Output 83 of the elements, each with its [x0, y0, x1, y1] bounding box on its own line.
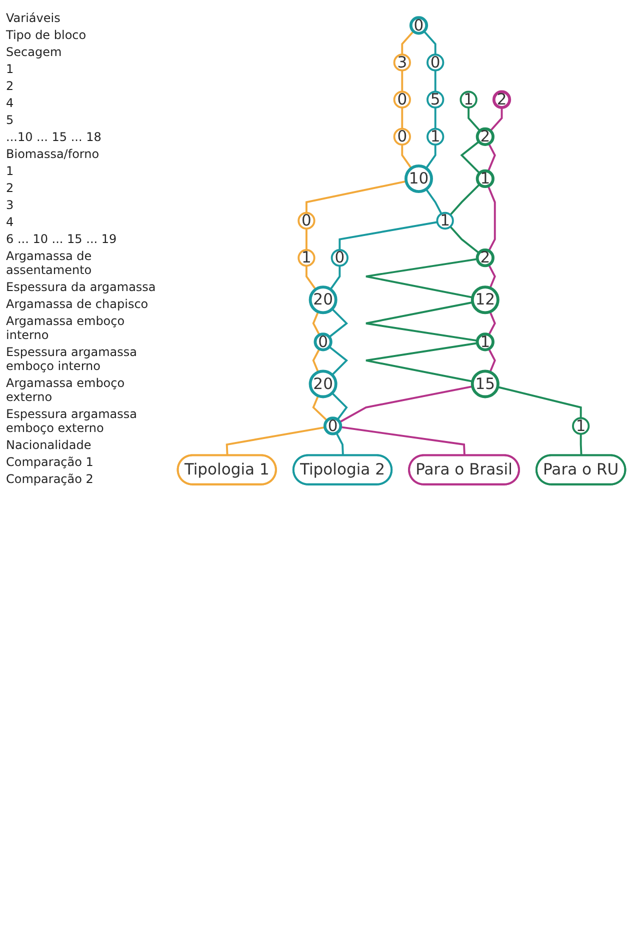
node-circle: 2 — [492, 90, 512, 109]
connector — [423, 30, 436, 55]
variable-label: Argamassa de assentamento — [6, 249, 93, 277]
node-circle: 1 — [476, 332, 494, 352]
connector — [487, 143, 496, 172]
variable-label: 6 ... 10 ... 15 ... 19 — [6, 232, 118, 246]
variable-label: Argamassa emboço externo — [6, 376, 126, 404]
connector — [497, 386, 582, 418]
connector — [450, 184, 480, 216]
connector — [365, 258, 478, 298]
node-circle: 3 — [393, 54, 411, 72]
connector — [488, 264, 496, 288]
node-circle: 1 — [572, 417, 590, 435]
variable-label: Comparação 1 — [6, 455, 94, 469]
variable-label: Espessura argamassa emboço interno — [6, 345, 138, 373]
connector — [490, 107, 503, 132]
connector — [434, 107, 436, 129]
connector — [425, 144, 436, 169]
node-circle: 0 — [426, 54, 444, 72]
node-circle: 0 — [409, 16, 428, 35]
variable-label: Secagem — [6, 45, 63, 59]
connector — [312, 311, 320, 336]
variable-label: 1 — [6, 164, 15, 178]
variable-label: Argamassa de chapisco — [6, 297, 150, 311]
node-circle: 0 — [330, 249, 349, 267]
variable-label: ...10 ... 15 ... 18 — [6, 130, 102, 144]
variable-label: Variáveis — [6, 11, 62, 25]
connector — [306, 266, 316, 290]
variable-label: Espessura argamassa emboço externo — [6, 407, 138, 435]
connector — [226, 426, 326, 456]
variable-label: 2 — [6, 181, 15, 195]
connector — [401, 144, 412, 169]
connector — [306, 228, 308, 250]
connector — [330, 266, 341, 290]
connector — [312, 348, 320, 372]
connector — [401, 107, 404, 129]
variable-label: Espessura da argamassa — [6, 280, 157, 294]
connector — [487, 186, 496, 252]
connector — [365, 301, 478, 342]
node-circle: 1 — [298, 249, 316, 267]
connector — [338, 221, 438, 250]
connector — [450, 226, 480, 254]
connector — [488, 311, 496, 336]
connector — [340, 426, 466, 456]
node-circle: 1 — [460, 90, 478, 108]
node-circle: 0 — [393, 90, 411, 108]
variable-label: 4 — [6, 215, 15, 229]
connector — [306, 180, 406, 213]
node-circle: 10 — [404, 164, 434, 193]
node-circle: 1 — [426, 128, 444, 146]
variable-label: 3 — [6, 198, 15, 212]
node-circle: 0 — [323, 416, 342, 436]
node-circle: 20 — [308, 286, 338, 314]
connector — [339, 385, 473, 423]
connector — [580, 434, 582, 456]
variable-label: 4 — [6, 96, 15, 110]
variable-label: Argamassa emboço interno — [6, 314, 126, 342]
connector — [488, 348, 496, 372]
connector — [336, 432, 344, 456]
connector — [401, 70, 404, 92]
connector — [468, 107, 481, 132]
variable-label: Comparação 2 — [6, 472, 94, 486]
connector — [365, 342, 478, 382]
variable-label: 5 — [6, 113, 15, 127]
variable-label: Tipo de bloco — [6, 28, 88, 42]
node-circle: 0 — [298, 212, 316, 230]
node-circle: 2 — [476, 127, 494, 146]
node-circle: 0 — [393, 128, 411, 146]
variable-label: Nacionalidade — [6, 438, 92, 452]
node-circle: 12 — [470, 286, 500, 314]
node-circle: 15 — [470, 370, 500, 398]
variable-label: Biomassa/forno — [6, 147, 100, 161]
node-circle: 2 — [476, 248, 494, 268]
node-circle: 1 — [476, 169, 494, 188]
node-circle: 0 — [314, 332, 332, 352]
variable-label: 1 — [6, 62, 15, 76]
variable-label: 2 — [6, 79, 15, 93]
node-circle: 20 — [308, 370, 338, 398]
connector — [434, 70, 436, 92]
connector — [401, 30, 414, 55]
node-circle: 1 — [436, 212, 454, 230]
node-circle: 5 — [426, 90, 444, 108]
connector — [425, 188, 442, 214]
